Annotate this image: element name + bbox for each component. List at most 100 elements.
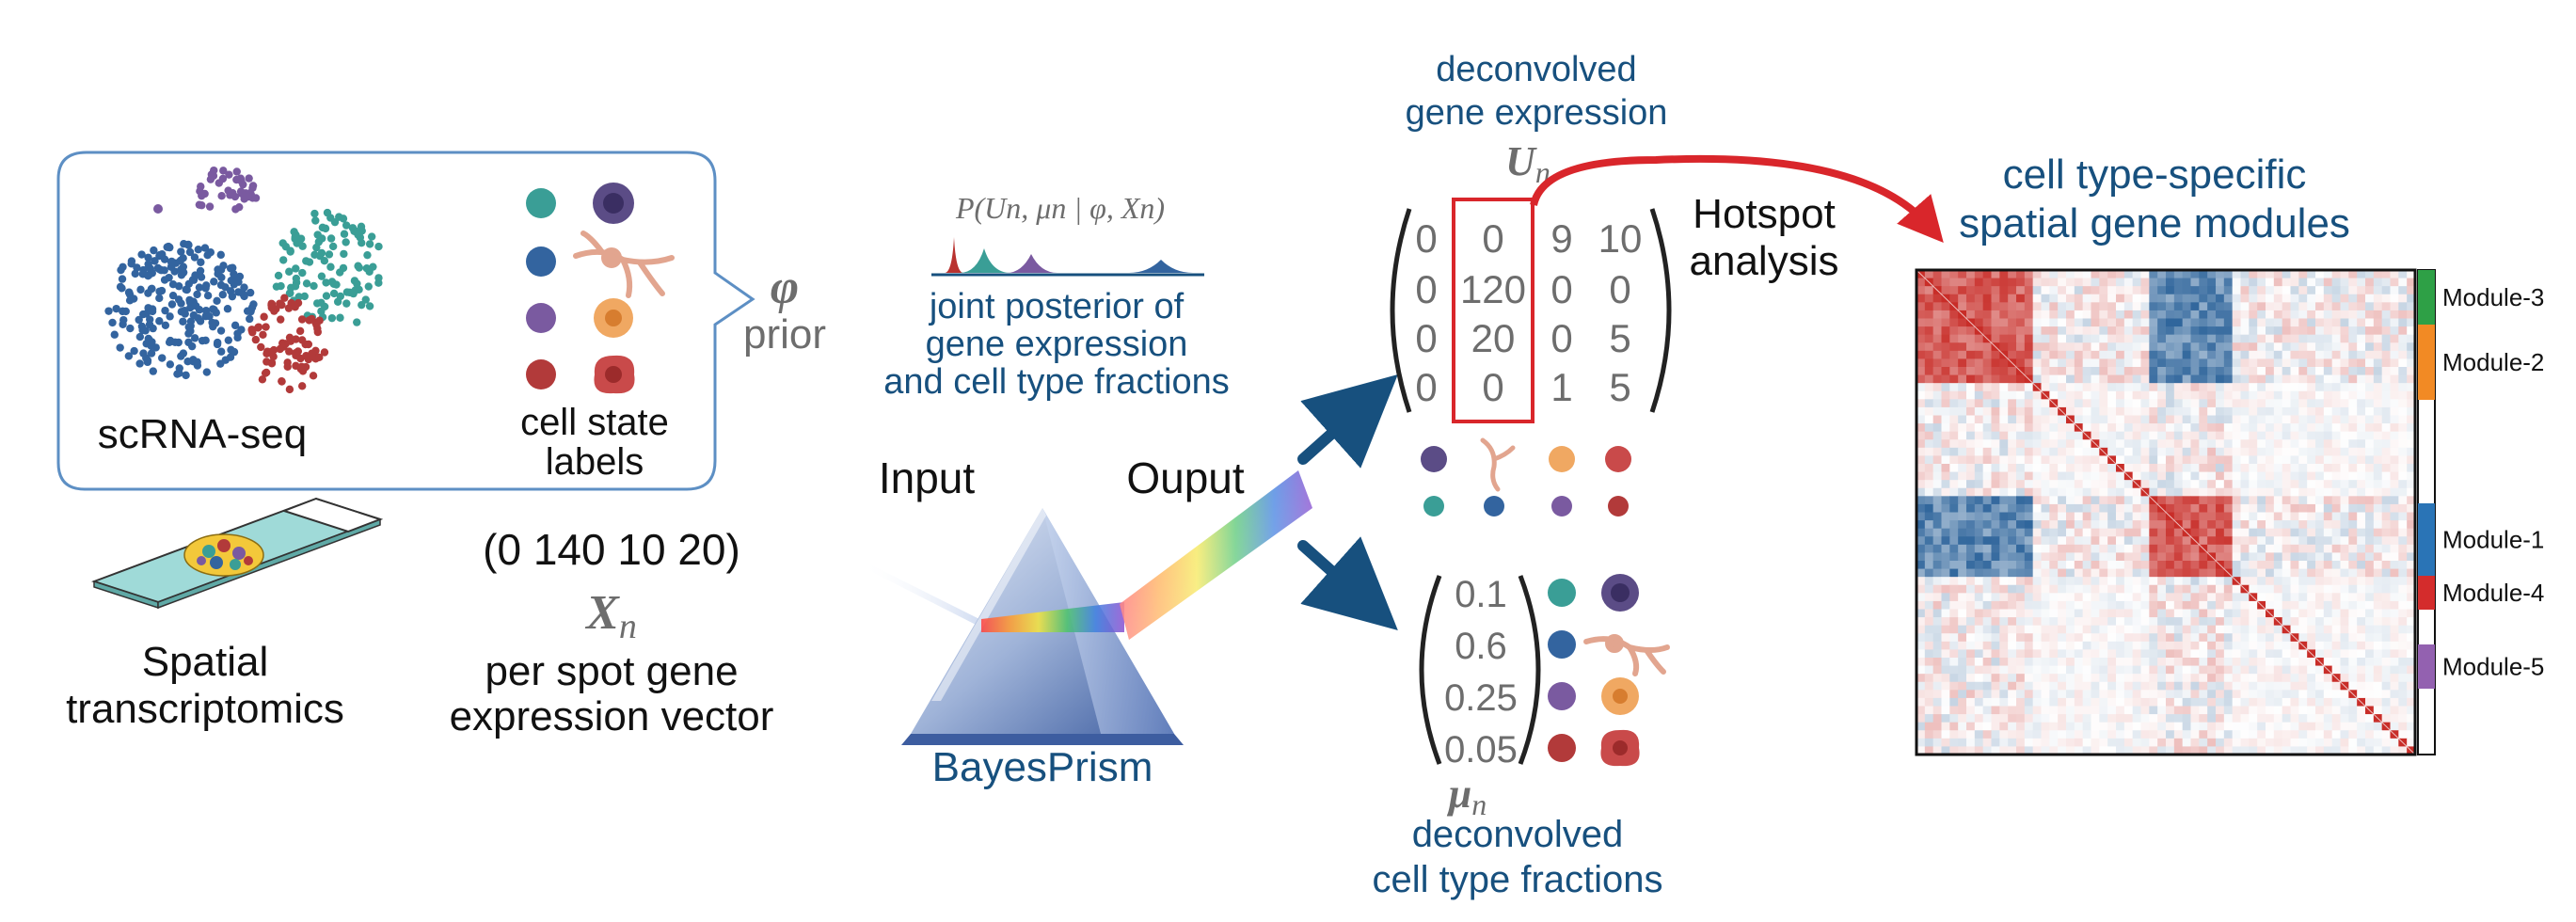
heatmap-cell bbox=[2216, 665, 2225, 675]
heatmap-cell bbox=[2298, 528, 2308, 537]
heatmap-cell bbox=[2107, 399, 2117, 408]
input-label: Input bbox=[879, 453, 976, 502]
heatmap-cell bbox=[2216, 302, 2225, 311]
heatmap-cell bbox=[2123, 544, 2134, 553]
heatmap-cell bbox=[2024, 528, 2034, 537]
heatmap-cell bbox=[2331, 681, 2341, 691]
heatmap-cell bbox=[1932, 431, 1942, 440]
heatmap-cell bbox=[2323, 374, 2333, 384]
heatmap-cell bbox=[2390, 383, 2399, 392]
heatmap-cell bbox=[2249, 374, 2258, 384]
heatmap-cell bbox=[2307, 431, 2316, 440]
red-arrow-icon bbox=[1530, 154, 1944, 244]
heatmap-cell bbox=[2058, 536, 2067, 546]
heatmap-cell bbox=[2091, 383, 2100, 392]
heatmap-cell bbox=[2091, 487, 2100, 497]
heatmap-cell bbox=[2348, 706, 2358, 715]
heatmap-cell bbox=[2249, 512, 2258, 521]
heatmap-cell bbox=[2407, 294, 2416, 303]
heatmap-cell bbox=[2116, 617, 2125, 627]
heatmap-cell bbox=[1999, 406, 2009, 416]
heatmap-cell bbox=[2123, 439, 2134, 449]
umap-point bbox=[216, 250, 225, 260]
heatmap-cell bbox=[2091, 730, 2100, 739]
heatmap-cell bbox=[2390, 568, 2399, 578]
heatmap-cell bbox=[1982, 455, 1992, 465]
heatmap-cell bbox=[2390, 447, 2399, 456]
heatmap-cell bbox=[2298, 270, 2308, 279]
heatmap-cell bbox=[1941, 633, 1950, 643]
heatmap-cell bbox=[2157, 690, 2167, 699]
heatmap-cell bbox=[2132, 270, 2141, 279]
heatmap-cell bbox=[2058, 697, 2067, 707]
heatmap-cell bbox=[2223, 617, 2234, 627]
heatmap-cell bbox=[1932, 399, 1942, 408]
density-curve-icon bbox=[931, 237, 1204, 277]
heatmap-cell bbox=[2016, 455, 2026, 465]
heatmap-cell bbox=[2190, 561, 2200, 570]
heatmap-cell bbox=[2216, 423, 2225, 433]
heatmap-cell bbox=[2107, 496, 2117, 505]
heatmap-cell bbox=[2365, 383, 2375, 392]
heatmap-cell bbox=[2315, 738, 2325, 747]
heatmap-cell bbox=[2107, 520, 2117, 530]
heatmap-cell bbox=[1999, 326, 2009, 336]
heatmap-cell bbox=[2199, 480, 2208, 489]
fractions-label-1: deconvolved bbox=[1412, 814, 1624, 855]
heatmap-cell bbox=[2390, 714, 2399, 723]
heatmap-cell bbox=[2323, 674, 2333, 683]
heatmap-cell bbox=[2390, 722, 2399, 731]
heatmap-cell bbox=[2182, 681, 2191, 691]
heatmap-cell bbox=[1941, 383, 1950, 392]
heatmap-cell bbox=[2365, 302, 2375, 311]
heatmap-cell bbox=[2140, 447, 2150, 456]
heatmap-cell bbox=[2398, 358, 2408, 368]
umap-point bbox=[129, 294, 138, 303]
heatmap-cell bbox=[2249, 544, 2258, 553]
heatmap-cell bbox=[2074, 487, 2084, 497]
heatmap-cell bbox=[2099, 358, 2108, 368]
heatmap-cell bbox=[2323, 487, 2333, 497]
heatmap-cell bbox=[2008, 487, 2017, 497]
heatmap-cell bbox=[2273, 649, 2283, 659]
heatmap-cell bbox=[2016, 334, 2026, 343]
heatmap-cell bbox=[2298, 503, 2308, 513]
heatmap-cell bbox=[2323, 406, 2333, 416]
heatmap-cell bbox=[2173, 270, 2184, 279]
umap-point bbox=[353, 318, 361, 326]
heatmap-cell bbox=[2032, 294, 2042, 303]
heatmap-cell bbox=[1924, 600, 1934, 610]
heatmap-cell bbox=[2182, 342, 2191, 352]
heatmap-cell bbox=[1991, 455, 2000, 465]
heatmap-cell bbox=[2331, 512, 2341, 521]
heatmap-cell bbox=[2273, 520, 2283, 530]
heatmap-cell bbox=[2207, 584, 2217, 594]
heatmap-cell bbox=[2340, 342, 2349, 352]
heatmap-cell bbox=[2381, 697, 2391, 707]
heatmap-cell bbox=[2107, 270, 2117, 279]
heatmap-cell bbox=[2058, 334, 2067, 343]
heatmap-cell bbox=[2232, 406, 2241, 416]
heatmap-cell bbox=[2190, 674, 2200, 683]
heatmap-cell bbox=[2140, 544, 2150, 553]
heatmap-cell bbox=[2223, 552, 2234, 562]
heatmap-cell bbox=[2290, 358, 2299, 368]
red-cell-dot bbox=[1608, 496, 1629, 517]
heatmap-cell bbox=[2157, 480, 2167, 489]
heatmap-cell bbox=[1958, 374, 1967, 384]
heatmap-cell bbox=[2298, 487, 2308, 497]
heatmap-cell bbox=[1932, 600, 1942, 610]
heatmap-cell bbox=[2116, 278, 2125, 287]
heatmap-cell bbox=[2266, 431, 2275, 440]
heatmap-cell bbox=[2058, 665, 2067, 675]
purple-cell-icon bbox=[1601, 574, 1639, 612]
heatmap-cell bbox=[2348, 528, 2358, 537]
heatmap-cell bbox=[2357, 746, 2366, 755]
heatmap-cell bbox=[1966, 302, 1976, 311]
heatmap-cell bbox=[2190, 503, 2200, 513]
heatmap-cell bbox=[2132, 528, 2141, 537]
heatmap-cell bbox=[1949, 480, 1959, 489]
heatmap-cell bbox=[2190, 633, 2200, 643]
heatmap-cell bbox=[2398, 697, 2408, 707]
heatmap-cell bbox=[2390, 593, 2399, 602]
